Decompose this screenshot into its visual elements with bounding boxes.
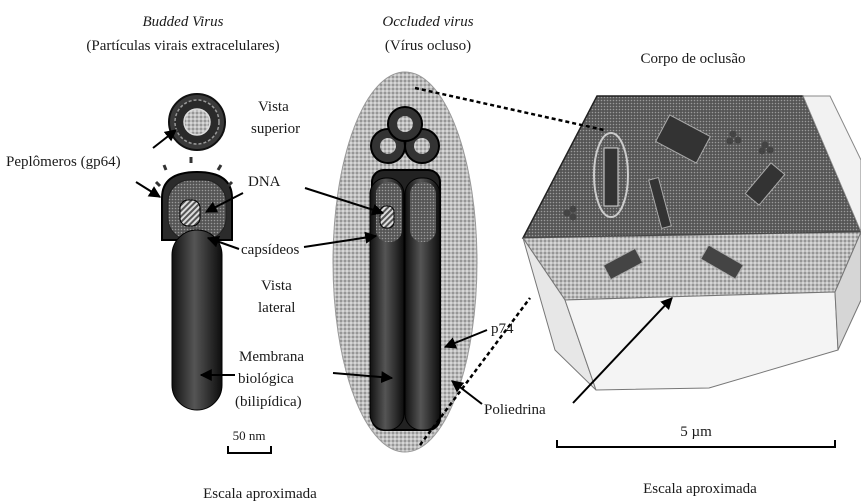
label-capsideos: capsídeos	[241, 242, 299, 258]
scale-caption-left: Escala aproximada	[203, 486, 317, 502]
scale-small-label: 50 nm	[233, 428, 266, 443]
occluded-virus-subtitle: (Vírus ocluso)	[385, 38, 471, 54]
budded-virus-title: Budded Virus	[143, 14, 224, 30]
label-p74: p74	[491, 321, 514, 337]
label-vista-top: Vista	[258, 99, 289, 115]
budded-virus-top-view	[169, 94, 225, 150]
occluded-virus-side-view	[370, 170, 440, 430]
occlusion-body-crystal	[523, 96, 861, 390]
scale-bar-large	[557, 440, 835, 448]
label-membrana: Membrana	[239, 349, 304, 365]
label-peplomeros: Peplômeros (gp64)	[6, 154, 121, 170]
label-superior: superior	[251, 121, 300, 137]
arrow-peplomeros-top	[153, 130, 176, 148]
budded-virus-subtitle: (Partículas virais extracelulares)	[86, 38, 279, 54]
occluded-virus-title: Occluded virus	[382, 14, 473, 30]
budded-virus-side-view	[156, 157, 232, 410]
scale-bar-small	[228, 446, 271, 454]
label-biologica: biológica	[238, 371, 294, 387]
label-bilipidica: (bilipídica)	[235, 394, 302, 410]
label-vista-side: Vista	[261, 278, 292, 294]
scale-caption-right: Escala aproximada	[643, 481, 757, 497]
label-poliedrina: Poliedrina	[484, 402, 546, 418]
label-lateral: lateral	[258, 300, 295, 316]
label-dna: DNA	[248, 174, 281, 190]
scale-large-label: 5 µm	[680, 424, 712, 440]
occlusion-body-title: Corpo de oclusão	[641, 51, 746, 67]
